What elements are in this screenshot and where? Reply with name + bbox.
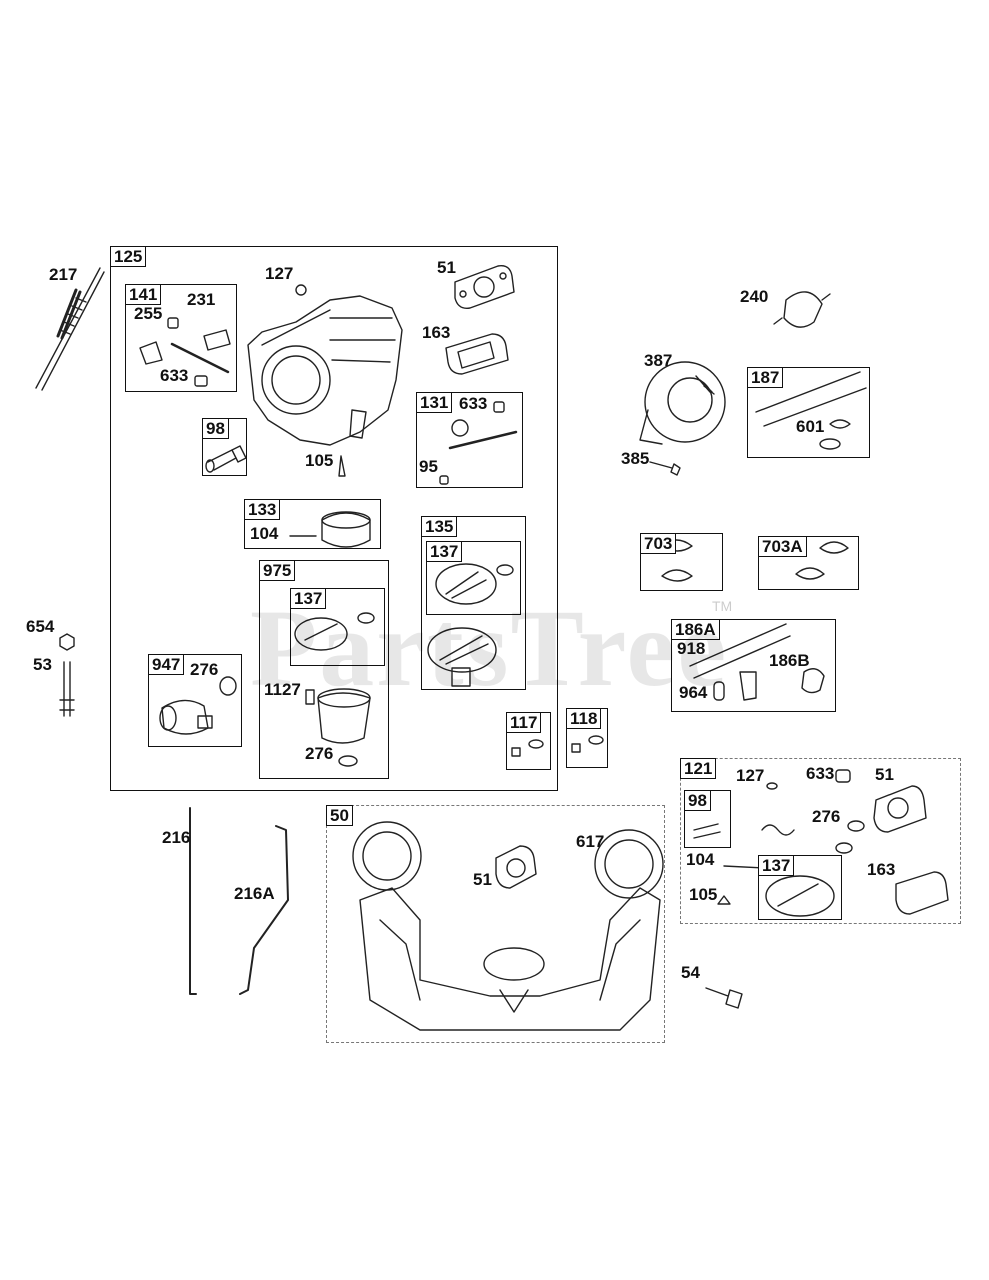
float-bowl-part xyxy=(294,612,375,767)
callout-240: 240 xyxy=(740,287,769,306)
kit-703-frame xyxy=(640,533,723,591)
gasket-set-part xyxy=(427,563,514,687)
label-947: 947 xyxy=(148,654,185,675)
kit-50-frame xyxy=(326,805,665,1043)
label-98: 98 xyxy=(684,790,711,811)
carburetor-assembly-frame xyxy=(110,246,558,791)
label-137: 137 xyxy=(758,855,795,876)
label-703a: 703A xyxy=(758,536,807,557)
callout-601: 601 xyxy=(796,417,825,436)
callout-231: 231 xyxy=(187,290,216,309)
gasket-part xyxy=(445,333,509,375)
callout-51: 51 xyxy=(473,870,492,889)
label-121: 121 xyxy=(680,758,717,779)
kit-703a-frame xyxy=(758,536,859,590)
callout-964: 964 xyxy=(679,683,708,702)
kit-187-frame xyxy=(747,367,870,458)
label-133: 133 xyxy=(244,499,281,520)
label-117: 117 xyxy=(506,712,542,733)
callout-217: 217 xyxy=(49,265,78,284)
callout-163: 163 xyxy=(867,860,896,879)
callout-276: 276 xyxy=(305,744,334,763)
callout-633: 633 xyxy=(160,366,189,385)
callout-276: 276 xyxy=(190,660,219,679)
screw-part xyxy=(649,461,681,476)
label-50: 50 xyxy=(326,805,353,826)
callout-918: 918 xyxy=(677,639,706,658)
kit-947-frame xyxy=(148,654,242,747)
watermark-text: PartsTree xyxy=(250,587,729,709)
callout-255: 255 xyxy=(134,304,163,323)
o-ring-part xyxy=(295,284,307,296)
throttle-shaft-part xyxy=(139,317,231,387)
kit-975-frame xyxy=(259,560,389,779)
label-135: 135 xyxy=(421,516,458,537)
kit-186a-frame xyxy=(671,619,836,712)
label-186a: 186A xyxy=(671,619,720,640)
stud-part xyxy=(59,633,75,717)
callout-633: 633 xyxy=(459,394,488,413)
trademark-mark: TM xyxy=(712,598,733,614)
callout-216: 216 xyxy=(162,828,191,847)
callout-104: 104 xyxy=(686,850,715,869)
label-975: 975 xyxy=(259,560,296,581)
callout-633: 633 xyxy=(806,764,835,783)
kit-137-frame xyxy=(290,588,385,666)
label-131: 131 xyxy=(416,392,453,413)
callout-216a: 216A xyxy=(234,884,275,903)
label-118: 118 xyxy=(566,708,602,729)
callout-105: 105 xyxy=(305,451,334,470)
kit-121-frame xyxy=(680,758,961,924)
label-137: 137 xyxy=(426,541,463,562)
kit-137-frame xyxy=(758,855,842,920)
label-98: 98 xyxy=(202,418,229,439)
callout-186b: 186B xyxy=(769,651,810,670)
jet-part xyxy=(511,735,604,757)
kit-135-frame xyxy=(421,516,526,690)
callout-617: 617 xyxy=(576,832,605,851)
callout-51: 51 xyxy=(437,258,456,277)
fuel-line-kit-part xyxy=(689,623,825,701)
gasket-part xyxy=(454,265,515,309)
callout-163: 163 xyxy=(422,323,451,342)
callout-1127: 1127 xyxy=(264,680,301,699)
fuel-pump-part xyxy=(639,361,726,445)
callout-105: 105 xyxy=(689,885,718,904)
callout-385: 385 xyxy=(621,449,650,468)
choke-shaft-part xyxy=(439,401,518,485)
callout-51: 51 xyxy=(875,765,894,784)
kit-131-frame xyxy=(416,392,523,488)
callout-127: 127 xyxy=(265,264,294,283)
float-part xyxy=(289,511,371,548)
callout-53: 53 xyxy=(33,655,52,674)
choke-rod-spring-part xyxy=(35,267,105,391)
label-137: 137 xyxy=(290,588,327,609)
fuel-filter-part xyxy=(773,291,831,328)
callout-104: 104 xyxy=(250,524,279,543)
label-125: 125 xyxy=(110,246,147,267)
kit-137-frame xyxy=(426,541,521,615)
carburetor-body-part xyxy=(247,295,403,446)
fuel-solenoid-part xyxy=(159,676,237,735)
callout-54: 54 xyxy=(681,963,700,982)
carburetor-kit-part xyxy=(693,769,949,917)
intake-manifold-part xyxy=(352,821,664,1031)
callout-95: 95 xyxy=(419,457,438,476)
kit-141-frame xyxy=(125,284,237,392)
fuel-line-part xyxy=(755,371,867,450)
label-703: 703 xyxy=(640,533,677,554)
label-187: 187 xyxy=(747,367,784,388)
callout-654: 654 xyxy=(26,617,55,636)
callout-276: 276 xyxy=(812,807,841,826)
governor-link-part xyxy=(189,807,289,995)
kit-133-frame xyxy=(244,499,381,549)
callout-127: 127 xyxy=(736,766,765,785)
label-141: 141 xyxy=(125,284,162,305)
needle-part xyxy=(338,455,346,477)
callout-387: 387 xyxy=(644,351,673,370)
bolt-part xyxy=(705,987,743,1009)
